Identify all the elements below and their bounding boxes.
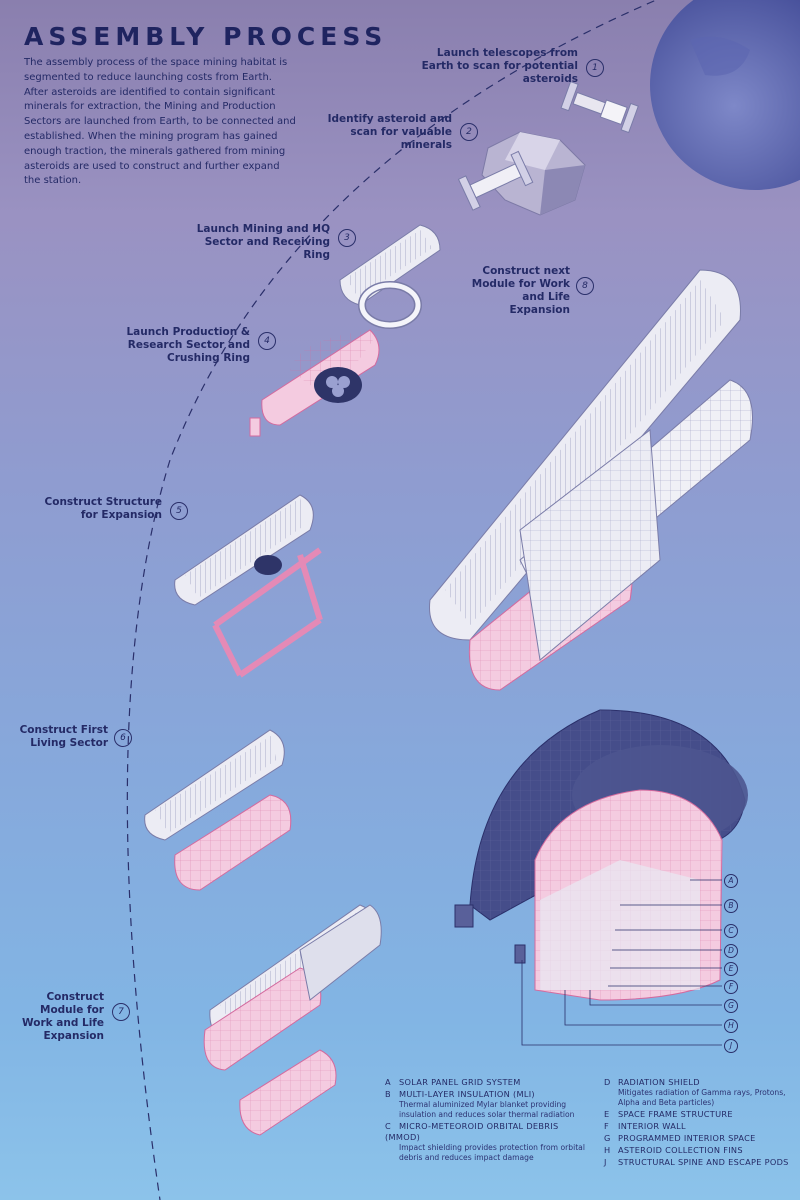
step-number-badge: 7 [112,1003,130,1021]
legend-name: SOLAR PANEL GRID SYSTEM [399,1077,521,1087]
step-1-label: Launch telescopes from Earth to scan for… [408,47,604,86]
asteroid-illustration [457,131,586,216]
intro-paragraph: The assembly process of the space mining… [24,57,296,187]
callout-g: G [724,999,738,1013]
legend-code: G [604,1133,611,1143]
legend-name: MICRO-METEOROID ORBITAL DEBRIS (MMOD) [385,1121,559,1142]
legend-item-f: F INTERIOR WALL [604,1121,794,1132]
step-number-badge: 4 [258,332,276,350]
step-label-text: Construct Structure for Expansion [44,496,162,521]
legend-code: A [385,1077,391,1087]
telescope-illustration [560,80,639,134]
legend-code: C [385,1121,391,1131]
callout-j: J [724,1039,738,1053]
legend-code: J [604,1157,607,1167]
step-label-text: Construct Module for Work and Life Expan… [22,991,104,1042]
module-step6-illustration [144,729,292,891]
callout-c: C [724,924,738,938]
legend-code: D [604,1077,611,1087]
module-step4-illustration [249,329,380,437]
legend-item-d: D RADIATION SHIELD Mitigates radiation of… [604,1077,794,1108]
legend-desc: Thermal aluminized Mylar blanket providi… [399,1100,575,1119]
legend-name: PROGRAMMED INTERIOR SPACE [618,1133,756,1143]
callout-d: D [724,944,738,958]
step-label-text: Construct next Module for Work and Life … [471,265,570,316]
legend-name: SPACE FRAME STRUCTURE [618,1109,733,1119]
legend-item-j: J STRUCTURAL SPINE AND ESCAPE PODS [604,1157,794,1168]
step-3-label: Launch Mining and HQ Sector and Receivin… [188,223,356,262]
legend-code: E [604,1109,610,1119]
step-7-label: Construct Module for Work and Life Expan… [8,991,130,1043]
section-cutaway-illustration [454,709,748,1046]
legend-left: A SOLAR PANEL GRID SYSTEM B MULTI-LAYER IN… [385,1077,585,1164]
callout-a: A [724,874,738,888]
step-5-label: Construct Structure for Expansion 5 [40,496,188,522]
legend-name: INTERIOR WALL [618,1121,686,1131]
earth-illustration [650,0,800,190]
legend-item-b: B MULTI-LAYER INSULATION (MLI) Thermal al… [385,1089,585,1120]
callout-f: F [724,980,738,994]
legend-code: B [385,1089,391,1099]
legend-item-e: E SPACE FRAME STRUCTURE [604,1109,794,1120]
legend-desc: Mitigates radiation of Gamma rays, Proto… [618,1088,786,1107]
step-label-text: Launch Production & Research Sector and … [126,326,250,364]
step-number-badge: 2 [460,123,478,141]
legend-right: D RADIATION SHIELD Mitigates radiation of… [604,1077,794,1169]
orbit-path [126,0,658,1200]
step-number-badge: 8 [576,277,594,295]
legend-desc: Impact shielding provides protection fro… [399,1143,585,1162]
step-8-label: Construct next Module for Work and Life … [470,265,594,317]
callout-h: H [724,1019,738,1033]
legend-code: H [604,1145,611,1155]
step-label-text: Launch telescopes from Earth to scan for… [421,47,578,85]
step-label-text: Construct First Living Sector [19,724,108,749]
legend-item-a: A SOLAR PANEL GRID SYSTEM [385,1077,585,1088]
step-label-text: Identify asteroid and scan for valuable … [327,113,452,151]
legend-name: ASTEROID COLLECTION FINS [618,1145,743,1155]
step-label-text: Launch Mining and HQ Sector and Receivin… [196,223,330,261]
module-step3-illustration [339,224,441,329]
step-2-label: Identify asteroid and scan for valuable … [300,113,478,152]
legend-code: F [604,1121,609,1131]
legend-name: STRUCTURAL SPINE AND ESCAPE PODS [618,1157,789,1167]
step-6-label: Construct First Living Sector 6 [18,724,132,750]
step-number-badge: 6 [114,729,132,747]
legend-name: MULTI-LAYER INSULATION (MLI) [399,1089,535,1099]
legend-name: RADIATION SHIELD [618,1077,700,1087]
step-number-badge: 1 [586,59,604,77]
module-step5-illustration [174,494,323,678]
legend-item-h: H ASTEROID COLLECTION FINS [604,1145,794,1156]
step-number-badge: 5 [170,502,188,520]
legend-item-g: G PROGRAMMED INTERIOR SPACE [604,1133,794,1144]
step-4-label: Launch Production & Research Sector and … [88,326,276,365]
callout-b: B [724,899,738,913]
step-number-badge: 3 [338,229,356,247]
module-step8-illustration [429,269,753,691]
callout-e: E [724,962,738,976]
page-title: ASSEMBLY PROCESS [24,22,388,51]
module-step7-illustration [203,904,382,1136]
